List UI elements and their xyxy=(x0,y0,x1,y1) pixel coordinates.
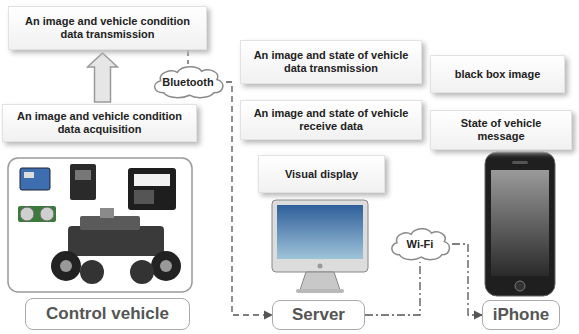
link-line xyxy=(365,262,420,315)
box-text: black box image xyxy=(449,68,547,81)
box-text: State of vehicle message xyxy=(431,117,571,143)
process-box: An image and vehicle condition data tran… xyxy=(8,6,207,50)
device-label: Server xyxy=(272,300,365,330)
link-line xyxy=(452,244,482,315)
process-box: An image and state of vehicle receive da… xyxy=(240,100,422,140)
process-box: black box image xyxy=(430,55,565,93)
text-stack: iPhone xyxy=(493,305,550,325)
device-name: Server xyxy=(292,305,345,325)
text-stack: State of vehicle message xyxy=(431,117,571,143)
text-stack: Wi-Fi xyxy=(407,238,434,251)
server-computer xyxy=(272,200,368,293)
process-box: An image and vehicle condition data acqu… xyxy=(2,104,197,142)
network-cloud: Bluetooth xyxy=(150,64,226,100)
text-stack: An image and state of vehicle data trans… xyxy=(241,49,421,75)
text-stack: Bluetooth xyxy=(162,76,213,89)
process-box: State of vehicle message xyxy=(430,110,572,150)
text-stack: Control vehicle xyxy=(46,304,169,324)
device-name: Control vehicle xyxy=(46,304,169,324)
text-stack: An image and vehicle condition data tran… xyxy=(9,15,206,41)
box-text: Wi-Fi xyxy=(407,238,434,251)
box-text: An image and vehicle condition data tran… xyxy=(9,15,206,41)
text-stack: Visual display xyxy=(279,168,364,181)
text-stack: An image and state of vehicle receive da… xyxy=(241,107,421,133)
control-vehicle-picture xyxy=(8,158,192,292)
box-text: An image and vehicle condition data acqu… xyxy=(3,110,196,136)
network-cloud: Wi-Fi xyxy=(388,226,452,262)
text-stack: An image and vehicle condition data acqu… xyxy=(3,110,196,136)
process-box: An image and state of vehicle data trans… xyxy=(240,40,422,84)
link-line xyxy=(187,50,188,64)
process-box: Visual display xyxy=(258,155,385,193)
text-stack: black box image xyxy=(449,68,547,81)
box-text: Visual display xyxy=(279,168,364,181)
device-label: Control vehicle xyxy=(25,298,190,330)
block-arrow xyxy=(88,53,118,102)
box-text: An image and state of vehicle receive da… xyxy=(241,107,421,133)
device-label: iPhone xyxy=(482,300,560,330)
text-stack: Server xyxy=(292,305,345,325)
device-name: iPhone xyxy=(493,305,550,325)
iphone-device xyxy=(485,152,555,296)
box-text: An image and state of vehicle data trans… xyxy=(241,49,421,75)
box-text: Bluetooth xyxy=(162,76,213,89)
